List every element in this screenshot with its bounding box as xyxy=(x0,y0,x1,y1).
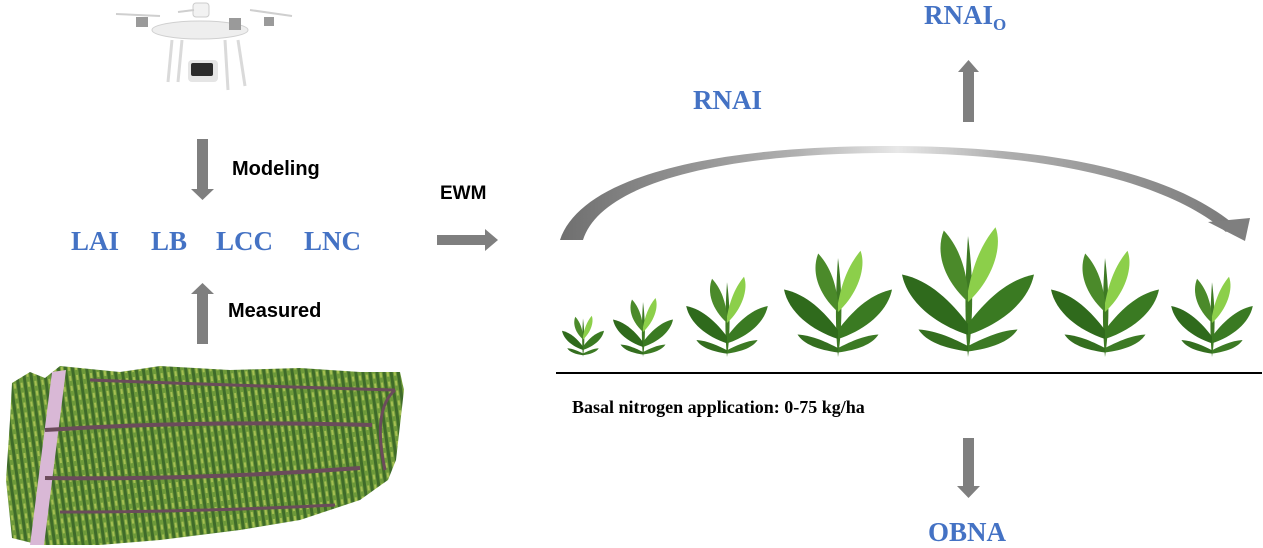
plant-leaf xyxy=(838,250,863,312)
tobacco-plant xyxy=(1051,250,1159,357)
plant-leaf xyxy=(968,227,998,302)
plant-leaf xyxy=(613,319,643,347)
basal-nitrogen-caption: Basal nitrogen application: 0-75 kg/ha xyxy=(572,397,865,417)
plant-leaf xyxy=(1212,306,1253,344)
field-image xyxy=(6,366,404,545)
plant-leaf xyxy=(1181,340,1212,354)
plant-leaf xyxy=(709,278,727,323)
plant-leaf xyxy=(696,340,727,354)
obna-arrow-down xyxy=(957,438,980,498)
rnaio-label: RNAIO xyxy=(924,0,1006,35)
plant-leaf xyxy=(797,334,838,353)
obna-label: OBNA xyxy=(928,517,1007,547)
plant-leaf xyxy=(643,344,666,355)
plant-leaf xyxy=(784,289,838,339)
plant-leaf xyxy=(1105,289,1159,339)
indicator-lai: LAI xyxy=(71,226,120,256)
plant-leaf xyxy=(574,316,583,340)
ewm-label: EWM xyxy=(440,183,487,204)
plant-leaf xyxy=(562,330,583,350)
plant-leaf xyxy=(643,319,673,347)
plant-leaf xyxy=(727,340,758,354)
rnaio-label-sub: O xyxy=(993,15,1007,34)
indicator-lcc: LCC xyxy=(216,226,274,256)
plant-leaf xyxy=(1171,306,1212,344)
drone-image xyxy=(115,2,293,91)
plant-leaf xyxy=(630,299,643,332)
plant-leaf xyxy=(838,289,892,339)
plant-leaf xyxy=(583,315,593,340)
tobacco-plant xyxy=(562,315,604,357)
plant-leaf xyxy=(918,329,968,352)
plant-leaf xyxy=(583,330,604,350)
ewm-arrow-right xyxy=(437,229,498,251)
rnaio-arrow-up xyxy=(958,60,979,122)
plant-leaf xyxy=(968,329,1018,352)
plant-leaf xyxy=(1105,334,1146,353)
plant-leaf xyxy=(968,274,1034,335)
rnai-arc-arrow xyxy=(560,145,1250,241)
plant-leaf xyxy=(620,344,643,355)
modeling-arrow-down xyxy=(191,139,214,200)
plant-leaf xyxy=(1051,289,1105,339)
plant-leaf xyxy=(1064,334,1105,353)
plant-leaf xyxy=(643,298,657,332)
plant-leaf xyxy=(902,274,968,335)
rnai-label: RNAI xyxy=(693,85,763,115)
tobacco-plants-row xyxy=(562,227,1253,357)
plant-leaf xyxy=(727,306,768,344)
plant-leaf xyxy=(838,334,879,353)
tobacco-plant xyxy=(902,227,1034,357)
modeling-label: Modeling xyxy=(232,158,320,180)
plant-leaf xyxy=(1082,253,1105,312)
plant-leaf xyxy=(1212,340,1243,354)
rnaio-label-main: RNAI xyxy=(924,0,994,30)
plant-leaf xyxy=(567,348,583,356)
tobacco-plant xyxy=(1171,276,1253,357)
plant-leaf xyxy=(1194,278,1212,323)
plant-leaf xyxy=(815,253,838,312)
measured-arrow-up xyxy=(191,283,214,344)
tobacco-plant xyxy=(613,298,673,357)
indicator-lnc: LNC xyxy=(304,226,362,256)
plant-leaf xyxy=(727,276,746,323)
plant-leaf xyxy=(940,230,968,302)
tobacco-plant xyxy=(686,276,768,357)
measured-label: Measured xyxy=(228,300,322,322)
plant-leaf xyxy=(686,306,727,344)
plant-leaf xyxy=(1105,250,1130,312)
plant-leaf xyxy=(583,348,599,356)
plant-leaf xyxy=(1212,276,1231,323)
tobacco-plant xyxy=(784,250,892,357)
indicator-lb: LB xyxy=(151,226,188,256)
